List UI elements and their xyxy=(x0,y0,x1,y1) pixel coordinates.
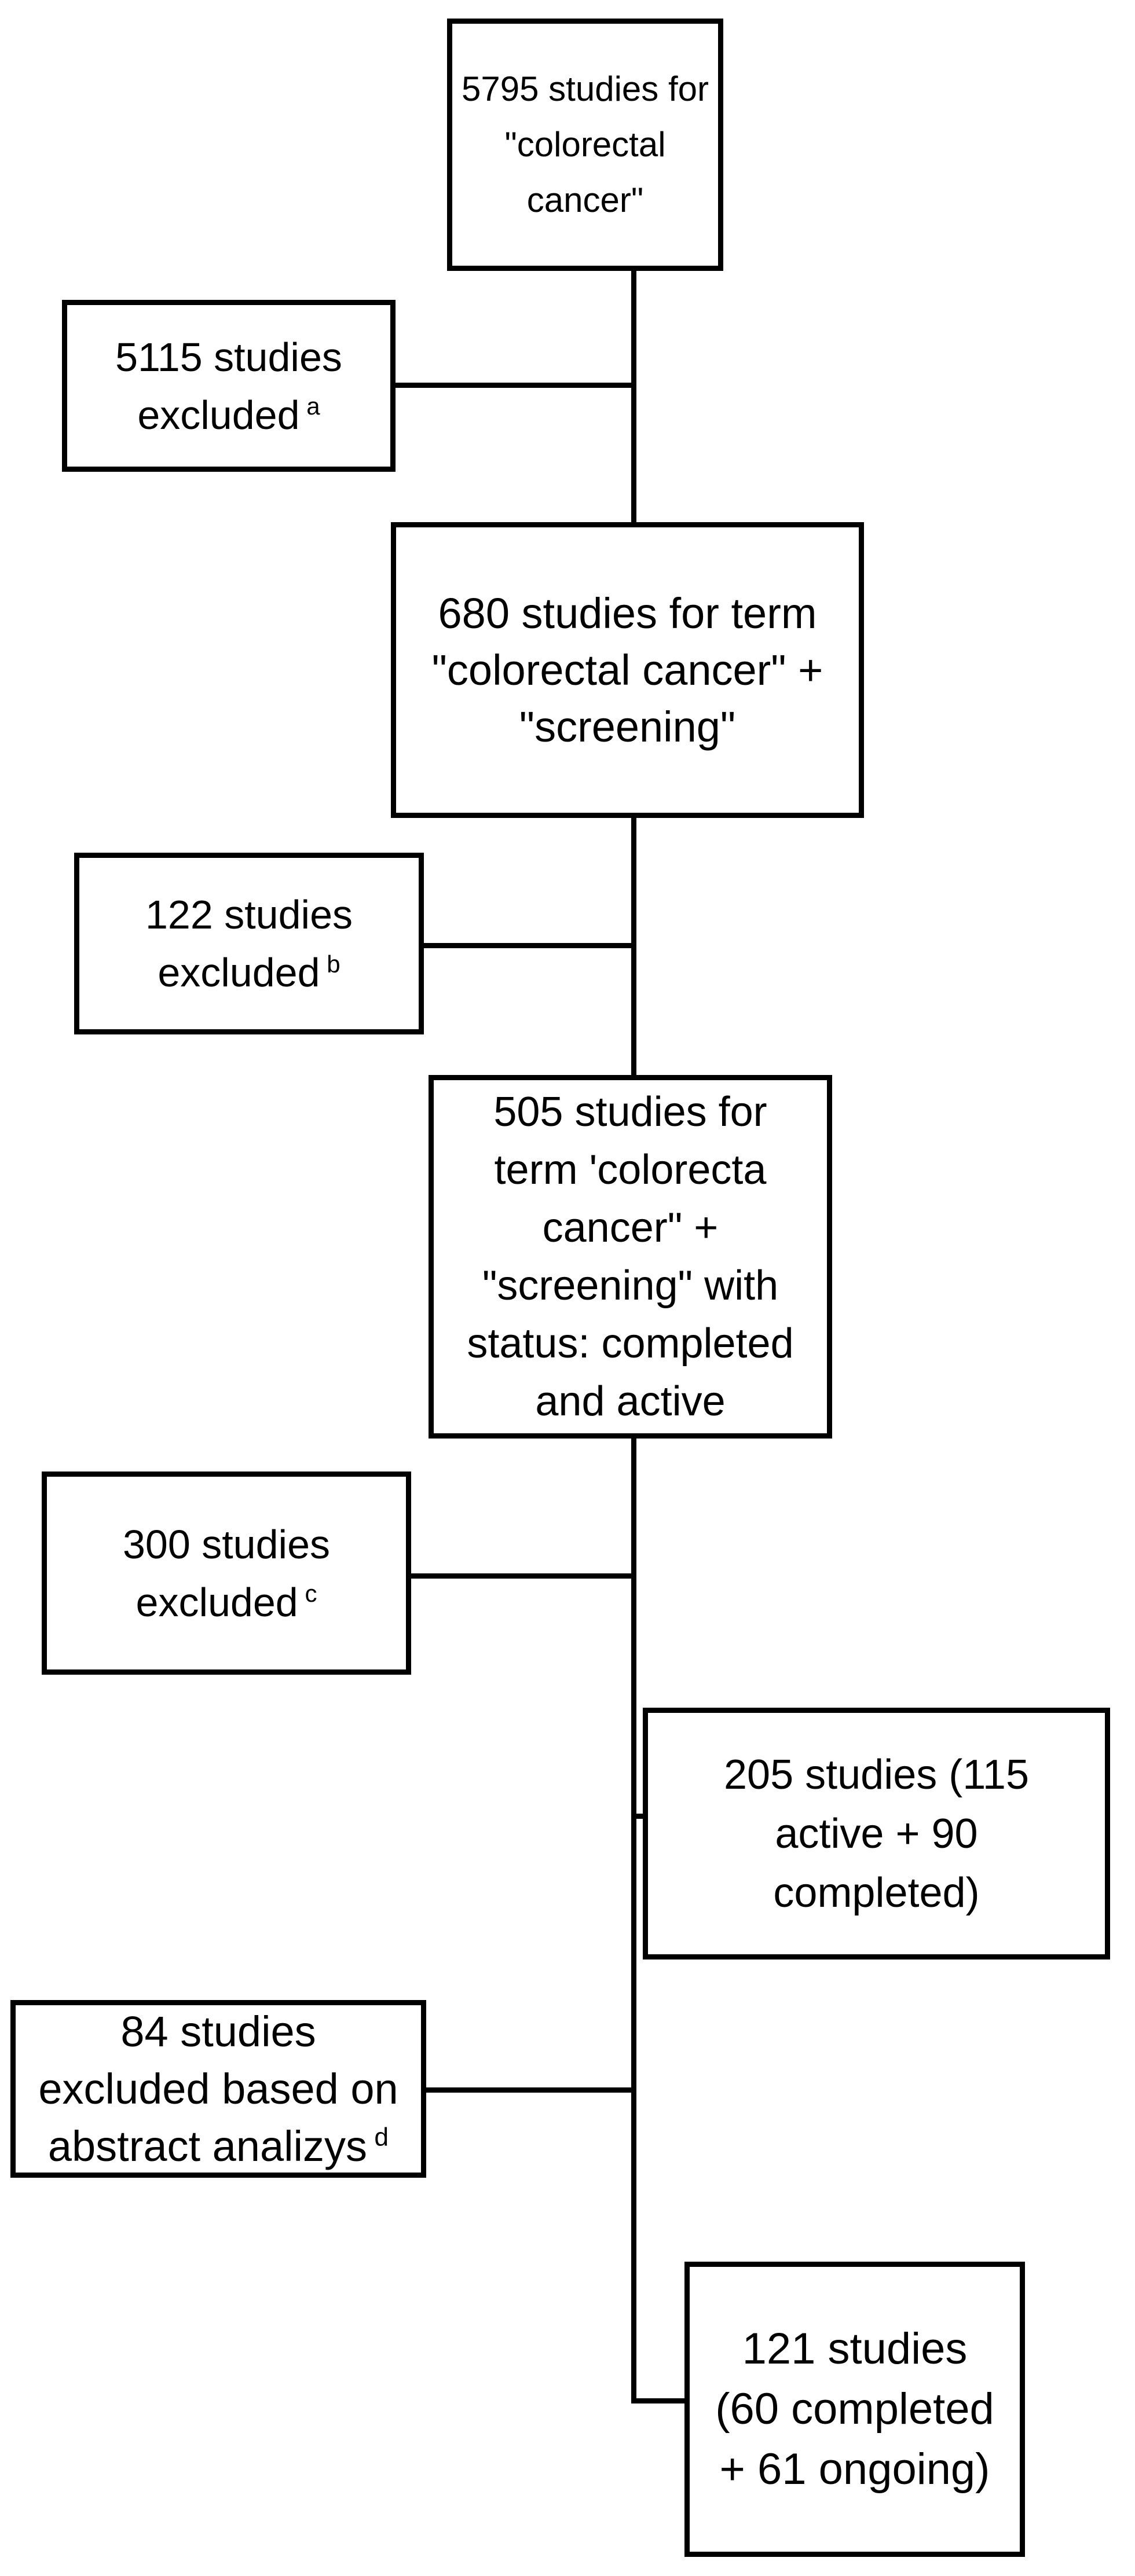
node-text-line: 505 studies for xyxy=(493,1089,767,1135)
connector-excluded-a xyxy=(396,383,636,388)
node-text-line: 205 studies (115 xyxy=(723,1751,1030,1798)
node-text-line: active + 90 xyxy=(775,1810,978,1857)
node-text-line: 122 studies xyxy=(145,892,353,937)
node-5795-studies: 5795 studies for "colorectal cancer" xyxy=(447,19,723,271)
node-text-line: cancer" + xyxy=(542,1205,719,1251)
connector-excluded-c xyxy=(411,1573,636,1579)
node-text-line: cancer" xyxy=(526,181,644,219)
node-121-studies: 121 studies (60 completed + 61 ongoing) xyxy=(684,2262,1025,2557)
node-680-studies: 680 studies for term "colorectal cancer"… xyxy=(391,522,864,818)
node-text-line: 5115 studies xyxy=(115,334,342,380)
node-text-line: "screening" xyxy=(519,702,736,751)
footnote-marker-b: b xyxy=(327,950,340,978)
footnote-marker-c: c xyxy=(305,1580,317,1608)
node-text-line: 84 studies xyxy=(120,2008,316,2056)
node-text-line: completed) xyxy=(773,1869,980,1916)
connector-excluded-d xyxy=(426,2087,636,2093)
node-text-line: "screening" with xyxy=(482,1263,779,1309)
node-text-line: + 61 ongoing) xyxy=(719,2445,990,2494)
node-text-line: and active xyxy=(535,1378,726,1425)
node-text-line: "colorectal cancer" + xyxy=(431,645,823,694)
footnote-marker-d: d xyxy=(374,2123,389,2152)
connector-excluded-b xyxy=(424,943,636,948)
footnote-marker-a: a xyxy=(306,392,320,420)
node-text-line: 680 studies for term xyxy=(438,589,817,637)
node-text-line: "colorectal xyxy=(504,125,666,164)
node-text-line: (60 completed xyxy=(715,2384,994,2434)
connector-121-studies xyxy=(634,2398,691,2403)
node-text-line: 121 studies xyxy=(742,2324,968,2373)
connector-205-studies xyxy=(634,1814,651,1819)
node-excluded-d: 84 studies excluded based on abstract an… xyxy=(10,2000,426,2178)
node-text-line: status: completed xyxy=(467,1320,794,1367)
node-text-line: term 'colorecta xyxy=(494,1147,767,1193)
node-text-line: 300 studies xyxy=(122,1521,331,1567)
node-text-line: excluded based on xyxy=(38,2065,398,2113)
node-505-studies: 505 studies for term 'colorecta cancer" … xyxy=(429,1075,832,1439)
node-text-line: 5795 studies for xyxy=(462,69,709,108)
node-205-studies: 205 studies (115 active + 90 completed) xyxy=(643,1708,1110,1959)
